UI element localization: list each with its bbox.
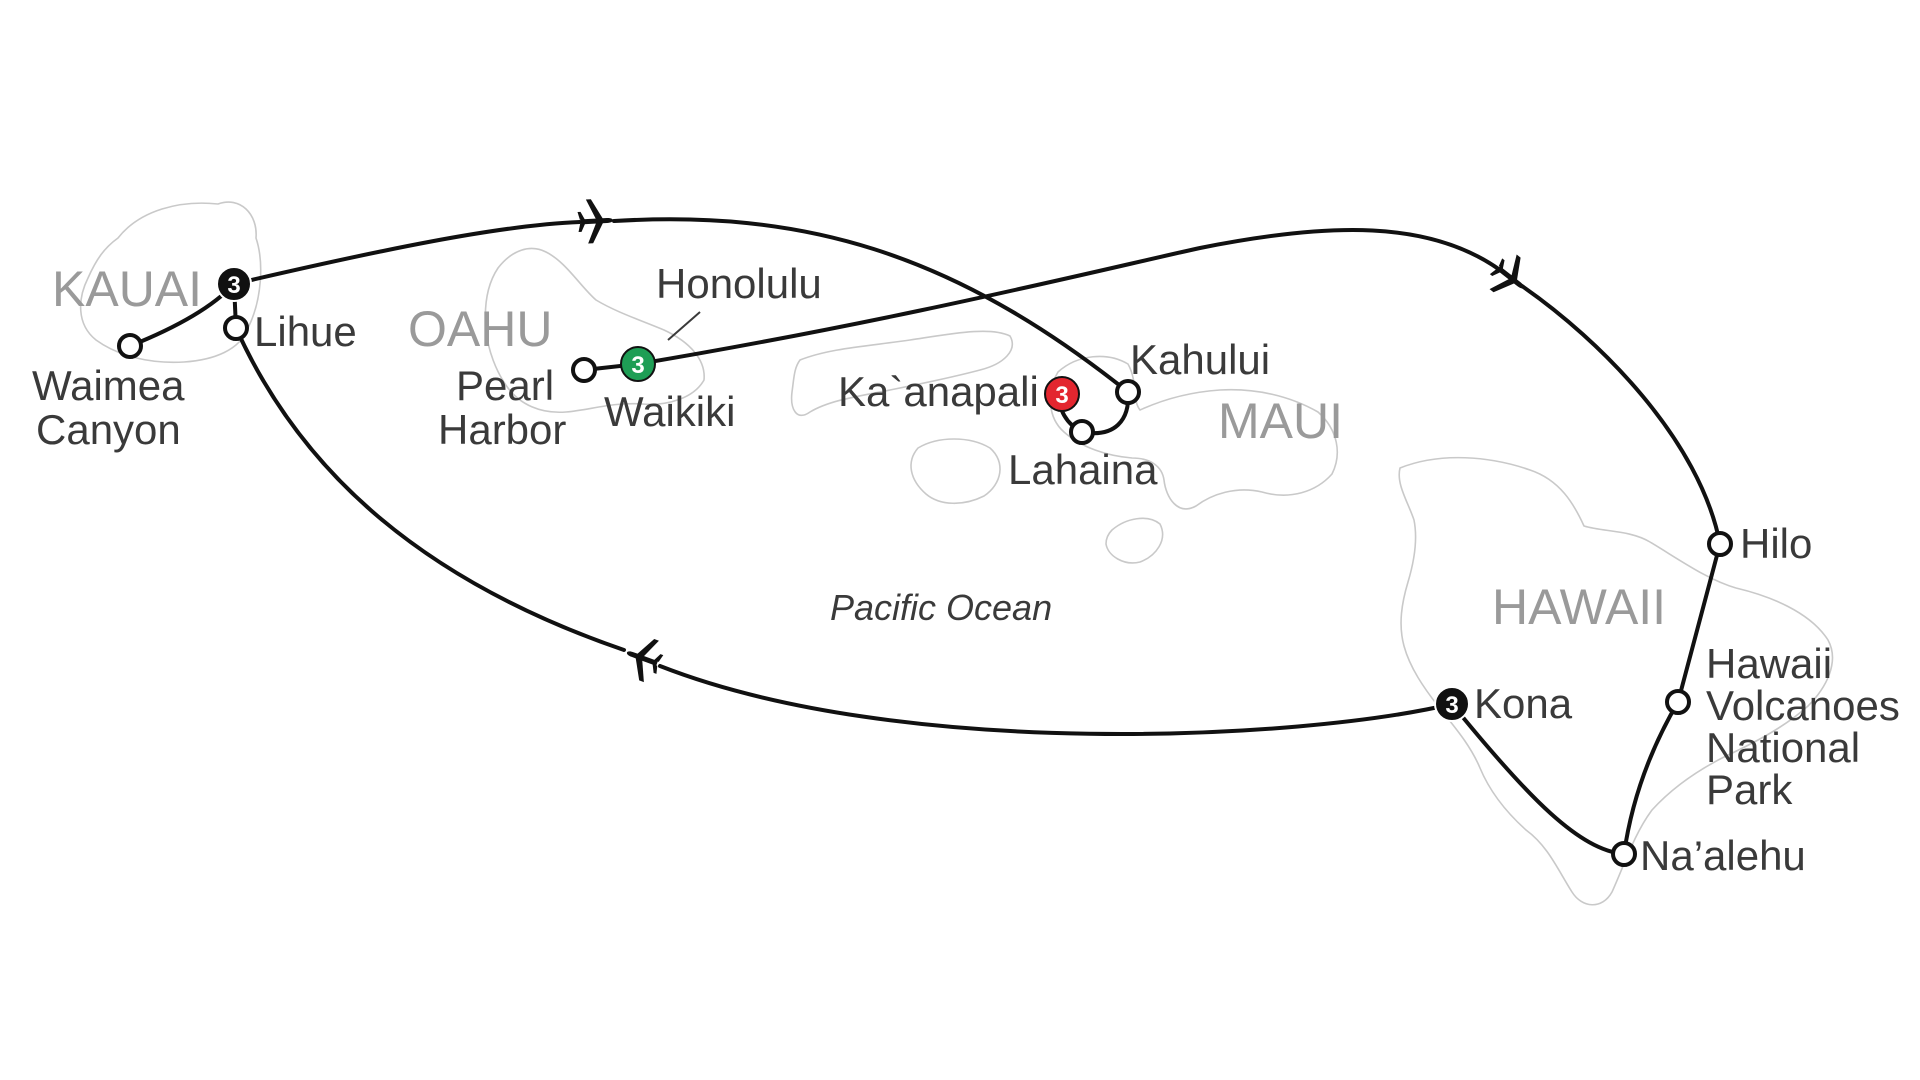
stop-marker-hilo: [1707, 531, 1733, 557]
flight-kona-to-lihue: [234, 326, 1454, 736]
place-label-lihue: Lihue: [254, 308, 357, 355]
place-label-lahaina: Lahaina: [1008, 446, 1158, 493]
route-volcanoes-to-naalehu: [1622, 700, 1680, 856]
overnight-markers: 3 3 3 3: [216, 266, 1470, 722]
coastlines: [79, 201, 1834, 906]
airplane-icon: [577, 199, 613, 244]
place-label-naalehu: Na’alehu: [1640, 832, 1806, 879]
place-label-kaanapali: Ka`anapali: [838, 368, 1039, 415]
flight-markers: [577, 199, 1524, 683]
lanai-coastline: [910, 438, 1001, 505]
route-lines: [128, 217, 1722, 856]
place-label-waikiki: Waikiki: [604, 388, 735, 435]
place-label-honolulu: Honolulu: [656, 260, 822, 307]
numbered-circle-icon: [1434, 686, 1470, 722]
place-label-hilo: Hilo: [1740, 520, 1812, 567]
route-naalehu-to-kona: [1450, 702, 1626, 856]
honolulu-leader-line: [667, 311, 701, 341]
route-hilo-to-volcanoes: [1676, 542, 1722, 704]
overnight-marker-kaanapali: 3: [1044, 376, 1080, 412]
place-label-kona: Kona: [1474, 680, 1573, 727]
island-label-kauai: KAUAI: [52, 261, 202, 317]
overnight-marker-kauai: 3: [216, 266, 252, 302]
place-label-volcanoes-line-4: Park: [1706, 766, 1793, 813]
overnight-count-kona: 3: [1445, 692, 1458, 719]
place-label-pearl-harbor-line-2: Harbor: [438, 406, 566, 453]
hawaii-coastline: [1398, 456, 1834, 906]
maui-coastline: [1049, 355, 1339, 510]
overnight-count-waikiki: 3: [631, 352, 644, 379]
kahoolawe-coastline: [1105, 517, 1164, 564]
kauai-coastline: [79, 201, 262, 364]
place-label-waimea-canyon-line-2: Canyon: [36, 406, 181, 453]
stop-marker-waimea-canyon: [117, 333, 143, 359]
stop-marker-pearl-harbor: [571, 357, 597, 383]
numbered-circle-icon: [620, 346, 656, 382]
stop-marker-lahaina: [1069, 419, 1095, 445]
place-label-kahului: Kahului: [1130, 336, 1270, 383]
airplane-icon: [626, 639, 664, 683]
place-label-waimea-canyon-line-1: Waimea: [32, 362, 185, 409]
place-label-volcanoes-line-1: Hawaii: [1706, 640, 1832, 687]
stop-marker-volcanoes: [1665, 689, 1691, 715]
place-labels: Waimea Canyon Lihue Honolulu Pearl Harbo…: [32, 260, 1900, 879]
oahu-coastline: [484, 247, 705, 414]
flight-kauai-to-kahului: [232, 217, 1130, 394]
overnight-count-kaanapali: 3: [1055, 382, 1068, 409]
airplane-icon: [1489, 254, 1524, 293]
overnight-marker-waikiki: 3: [620, 346, 656, 382]
place-label-pearl-harbor-line-1: Pearl: [456, 362, 554, 409]
numbered-circle-icon: [216, 266, 252, 302]
stop-markers: [117, 315, 1733, 867]
flight-waikiki-to-hilo: [636, 228, 1722, 546]
island-label-maui: MAUI: [1218, 393, 1343, 449]
overnight-count-kauai: 3: [227, 272, 240, 299]
stop-marker-naalehu: [1611, 841, 1637, 867]
island-labels: KAUAI OAHU MAUI HAWAII: [52, 261, 1666, 635]
ocean-label: Pacific Ocean: [830, 587, 1052, 628]
place-label-volcanoes-line-2: Volcanoes: [1706, 682, 1900, 729]
place-label-volcanoes-line-3: National: [1706, 724, 1860, 771]
molokai-coastline: [790, 330, 1013, 417]
stop-marker-kahului: [1115, 379, 1141, 405]
island-label-oahu: OAHU: [408, 301, 552, 357]
stop-marker-lihue: [223, 315, 249, 341]
overnight-marker-kona: 3: [1434, 686, 1470, 722]
numbered-circle-icon: [1044, 376, 1080, 412]
island-label-hawaii: HAWAII: [1492, 579, 1666, 635]
